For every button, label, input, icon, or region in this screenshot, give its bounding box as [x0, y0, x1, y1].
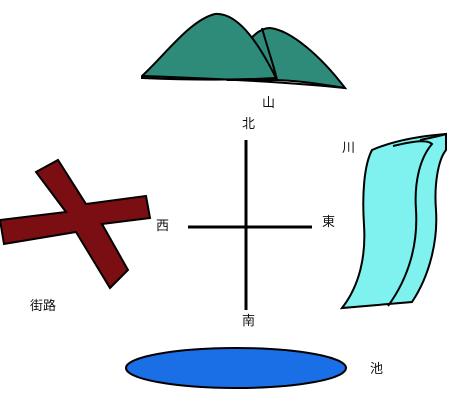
mountain-icon	[141, 12, 348, 90]
street-cross-shape	[0, 158, 152, 290]
street-cross-icon	[0, 158, 152, 290]
pond-label: 池	[370, 362, 384, 377]
mountain-label: 山	[262, 96, 276, 111]
compass-east-label: 東	[322, 215, 336, 230]
pond-ellipse	[125, 347, 347, 389]
river-body	[339, 132, 447, 310]
mountain-base-line	[141, 75, 346, 89]
compass-north-label: 北	[242, 117, 256, 132]
compass-south-label: 南	[242, 314, 256, 329]
river-bank-line	[387, 140, 434, 307]
compass-icon	[188, 140, 312, 310]
pond-icon	[125, 347, 347, 389]
mountain-peak-left	[141, 12, 278, 81]
mountain-ridge-line	[261, 27, 278, 81]
street-label: 街路	[30, 299, 57, 314]
river-label: 川	[342, 141, 356, 156]
river-edge-line	[419, 133, 447, 141]
compass-west-label: 西	[156, 219, 170, 234]
river-icon	[339, 132, 447, 310]
